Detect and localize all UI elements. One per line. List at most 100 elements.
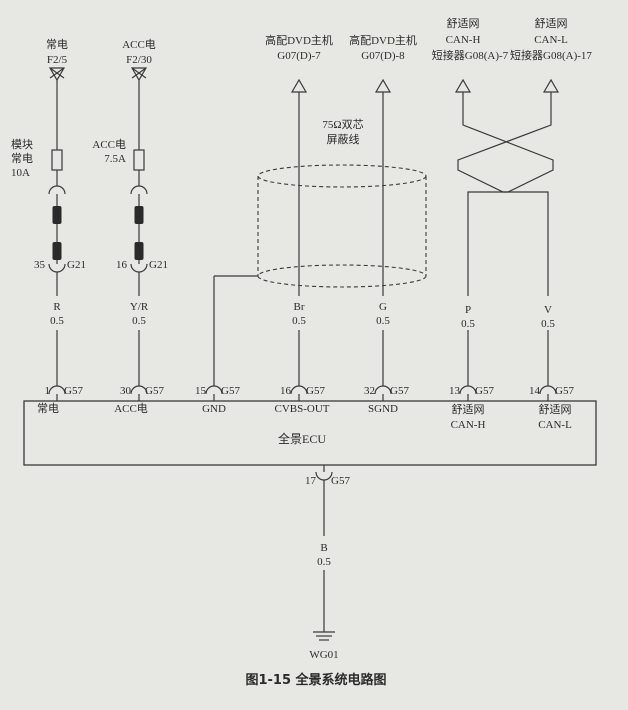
output-label-line: G07(D)-8 <box>361 50 405 62</box>
ecu-connector: G57 <box>64 385 83 397</box>
output-label-line: 舒适网 <box>535 16 568 30</box>
figure-caption: 图1-15 全景系统电路图 <box>245 672 386 688</box>
output-label-line: 舒适网 <box>447 16 480 30</box>
ecu-pin-label: ACC电 <box>114 402 148 415</box>
pin-connector-icon <box>290 385 308 395</box>
wire-size: 0.5 <box>292 315 306 327</box>
wire-size: 0.5 <box>461 318 475 330</box>
wire-size: 0.5 <box>50 315 64 327</box>
source-label: ACC电 <box>122 38 156 51</box>
connector-icon <box>130 185 148 195</box>
ecu-connector: G57 <box>390 385 409 397</box>
wire-color: G <box>379 301 387 313</box>
ecu-pin-label: SGND <box>368 403 398 415</box>
fuse-label-line: 常电 <box>11 152 33 165</box>
cable-note-line: 75Ω双芯 <box>322 117 363 131</box>
output-label-line: 高配DVD主机 <box>349 33 417 47</box>
output-arrow-icon <box>290 78 308 93</box>
output-label-line: CAN-L <box>534 34 568 46</box>
wire-color: V <box>544 304 552 316</box>
fuse-label-line: 模块 <box>11 138 33 151</box>
power-source-acc: ACC电 F2/30 <box>122 38 156 82</box>
twisted-pair-icon <box>457 92 557 401</box>
cable-note-line: 屏蔽线 <box>327 132 360 146</box>
ground-pin-number: 17 <box>305 475 317 487</box>
output-can-h: 舒适网 CAN-H 短接器G08(A)-7 <box>432 16 509 93</box>
ecu-connector: G57 <box>145 385 164 397</box>
output-dvd-1: 高配DVD主机 G07(D)-7 <box>265 33 333 401</box>
connector-block-icon <box>134 242 144 260</box>
output-label-line: CAN-H <box>446 34 481 46</box>
wire-color: B <box>320 542 327 554</box>
inline-connector: G21 <box>67 259 86 271</box>
ecu-pin-label: CVBS-OUT <box>274 403 329 415</box>
output-label-line: G07(D)-7 <box>277 50 321 62</box>
connector-block-icon <box>52 206 62 224</box>
pin-connector-icon <box>315 471 333 481</box>
wire-color: Br <box>294 301 305 313</box>
pin-connector-icon <box>539 385 557 395</box>
wire-color: R <box>53 301 61 313</box>
ecu-pin-number: 32 <box>364 385 375 397</box>
pin-connector-icon <box>130 385 148 395</box>
power-source-constant: 常电 F2/5 <box>46 38 68 82</box>
inline-pin: 35 <box>34 259 46 271</box>
fuse-label-line: 7.5A <box>104 153 126 165</box>
pin-connector-icon <box>459 385 477 395</box>
wire-size: 0.5 <box>541 318 555 330</box>
pin-connector-icon <box>374 385 392 395</box>
inline-pin: 16 <box>116 259 128 271</box>
pin-connector-icon <box>48 385 66 395</box>
shielded-cable-icon <box>257 164 427 288</box>
output-label-line: 短接器G08(A)-17 <box>510 48 592 62</box>
source-code: F2/30 <box>126 54 152 66</box>
connector-icon <box>48 263 66 273</box>
circuit-constant-power <box>48 80 66 401</box>
ecu-box <box>23 400 597 466</box>
ecu-pin-label: CAN-L <box>538 419 572 431</box>
fuse-label-line: ACC电 <box>92 138 126 151</box>
ground-icon <box>313 631 335 641</box>
connector-block-icon <box>52 242 62 260</box>
wire-size: 0.5 <box>132 315 146 327</box>
ecu-pin-label: 舒适网 <box>452 402 485 416</box>
inline-connector: G21 <box>149 259 168 271</box>
output-label-line: 短接器G08(A)-7 <box>432 48 509 62</box>
ecu-pin-label: CAN-H <box>451 419 486 431</box>
output-arrow-icon <box>454 78 472 93</box>
pin-connector-icon <box>205 385 223 395</box>
shield-drain-wire <box>205 275 258 401</box>
ecu-connector: G57 <box>331 475 350 487</box>
ecu-label: 全景ECU <box>278 431 326 446</box>
ecu-pin-number: 14 <box>529 385 541 397</box>
connector-icon <box>48 185 66 195</box>
output-label-line: 高配DVD主机 <box>265 33 333 47</box>
ecu-pin-number: 30 <box>120 385 132 397</box>
ecu-connector: G57 <box>221 385 240 397</box>
connector-block-icon <box>134 206 144 224</box>
ecu-pin-label: 常电 <box>37 402 59 415</box>
ecu-pin-number: 13 <box>449 385 461 397</box>
fuse-icon <box>133 149 145 171</box>
ecu-pin-label: GND <box>202 403 226 415</box>
connector-icon <box>130 263 148 273</box>
ground-label: WG01 <box>309 649 338 661</box>
source-arrow-icon <box>48 67 66 82</box>
output-arrow-icon <box>374 78 392 93</box>
ecu-pin-number: 15 <box>195 385 207 397</box>
source-arrow-icon <box>130 67 148 82</box>
wire-color: P <box>465 304 471 316</box>
ground-circuit <box>313 465 335 641</box>
ecu-connector: G57 <box>306 385 325 397</box>
output-dvd-2: 高配DVD主机 G07(D)-8 <box>349 33 417 401</box>
output-arrow-icon <box>542 78 560 93</box>
ecu-pin-number: 16 <box>280 385 292 397</box>
circuit-acc-power <box>130 80 148 401</box>
fuse-label-line: 10A <box>11 167 30 179</box>
ecu-pin-label: 舒适网 <box>539 402 572 416</box>
output-can-l: 舒适网 CAN-L 短接器G08(A)-17 <box>510 16 592 93</box>
fuse-icon <box>51 149 63 171</box>
ecu-pin-number: 1 <box>45 385 51 397</box>
wire-size: 0.5 <box>317 556 331 568</box>
